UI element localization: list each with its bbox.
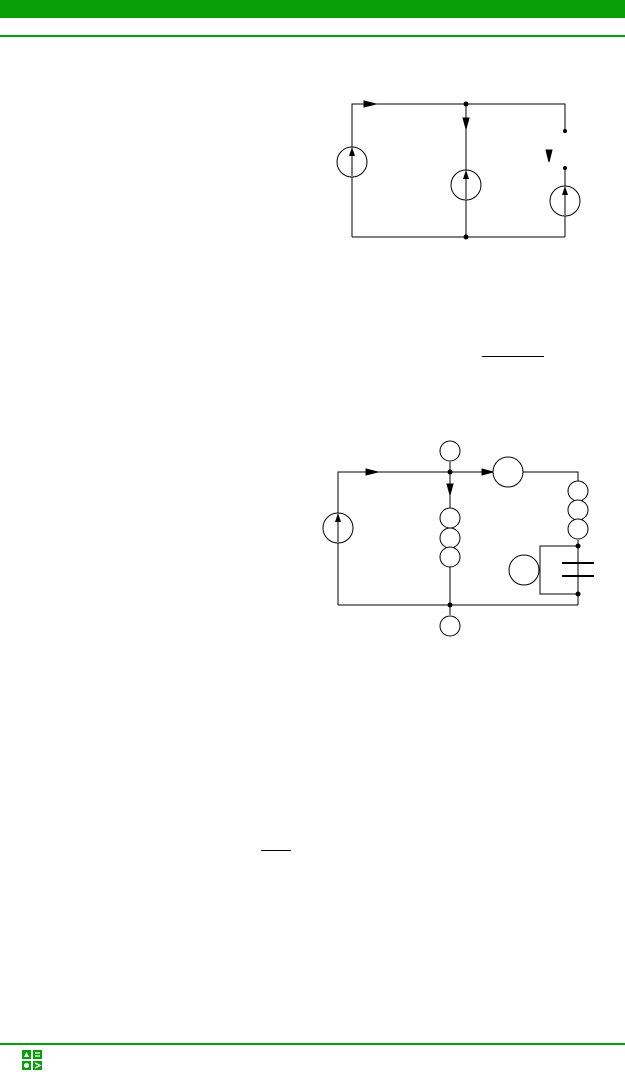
top-left-wire — [337, 471, 493, 605]
node-dot — [447, 602, 453, 608]
capacitor-icon — [562, 562, 594, 577]
meter-icon — [492, 456, 524, 488]
meter-icon — [439, 615, 461, 637]
arrow-right-icon — [363, 100, 377, 108]
publisher-logo-icon — [21, 1049, 43, 1071]
top-right-wire — [523, 471, 579, 482]
fraction-bar — [261, 850, 291, 851]
inductor-icon — [567, 480, 589, 540]
arrow-right-icon — [481, 468, 495, 476]
arrow-down-icon — [545, 149, 553, 163]
circuit-diagram-2 — [322, 440, 594, 637]
meter-icon — [439, 440, 461, 462]
arrow-down-icon — [462, 117, 470, 131]
current-source-icon — [322, 512, 354, 544]
arrow-right-icon — [365, 468, 379, 476]
node-dot — [463, 101, 469, 107]
current-source-icon — [336, 146, 368, 178]
node-dot — [575, 543, 581, 549]
meter-icon — [508, 554, 540, 586]
arrow-down-icon — [446, 483, 454, 497]
node-dot — [575, 591, 581, 597]
switch-icon — [563, 129, 567, 170]
header-rule — [0, 35, 625, 37]
footer-rule — [0, 1043, 625, 1045]
header-bar — [0, 0, 625, 18]
current-source-icon — [450, 169, 482, 201]
inductor-icon — [439, 507, 461, 568]
current-source-icon — [549, 185, 581, 217]
parallel-branch-wire — [539, 545, 578, 595]
node-dot — [463, 234, 469, 240]
node-dot — [447, 469, 453, 475]
fraction-bar — [482, 356, 544, 357]
circuit-diagram-1 — [336, 100, 581, 240]
